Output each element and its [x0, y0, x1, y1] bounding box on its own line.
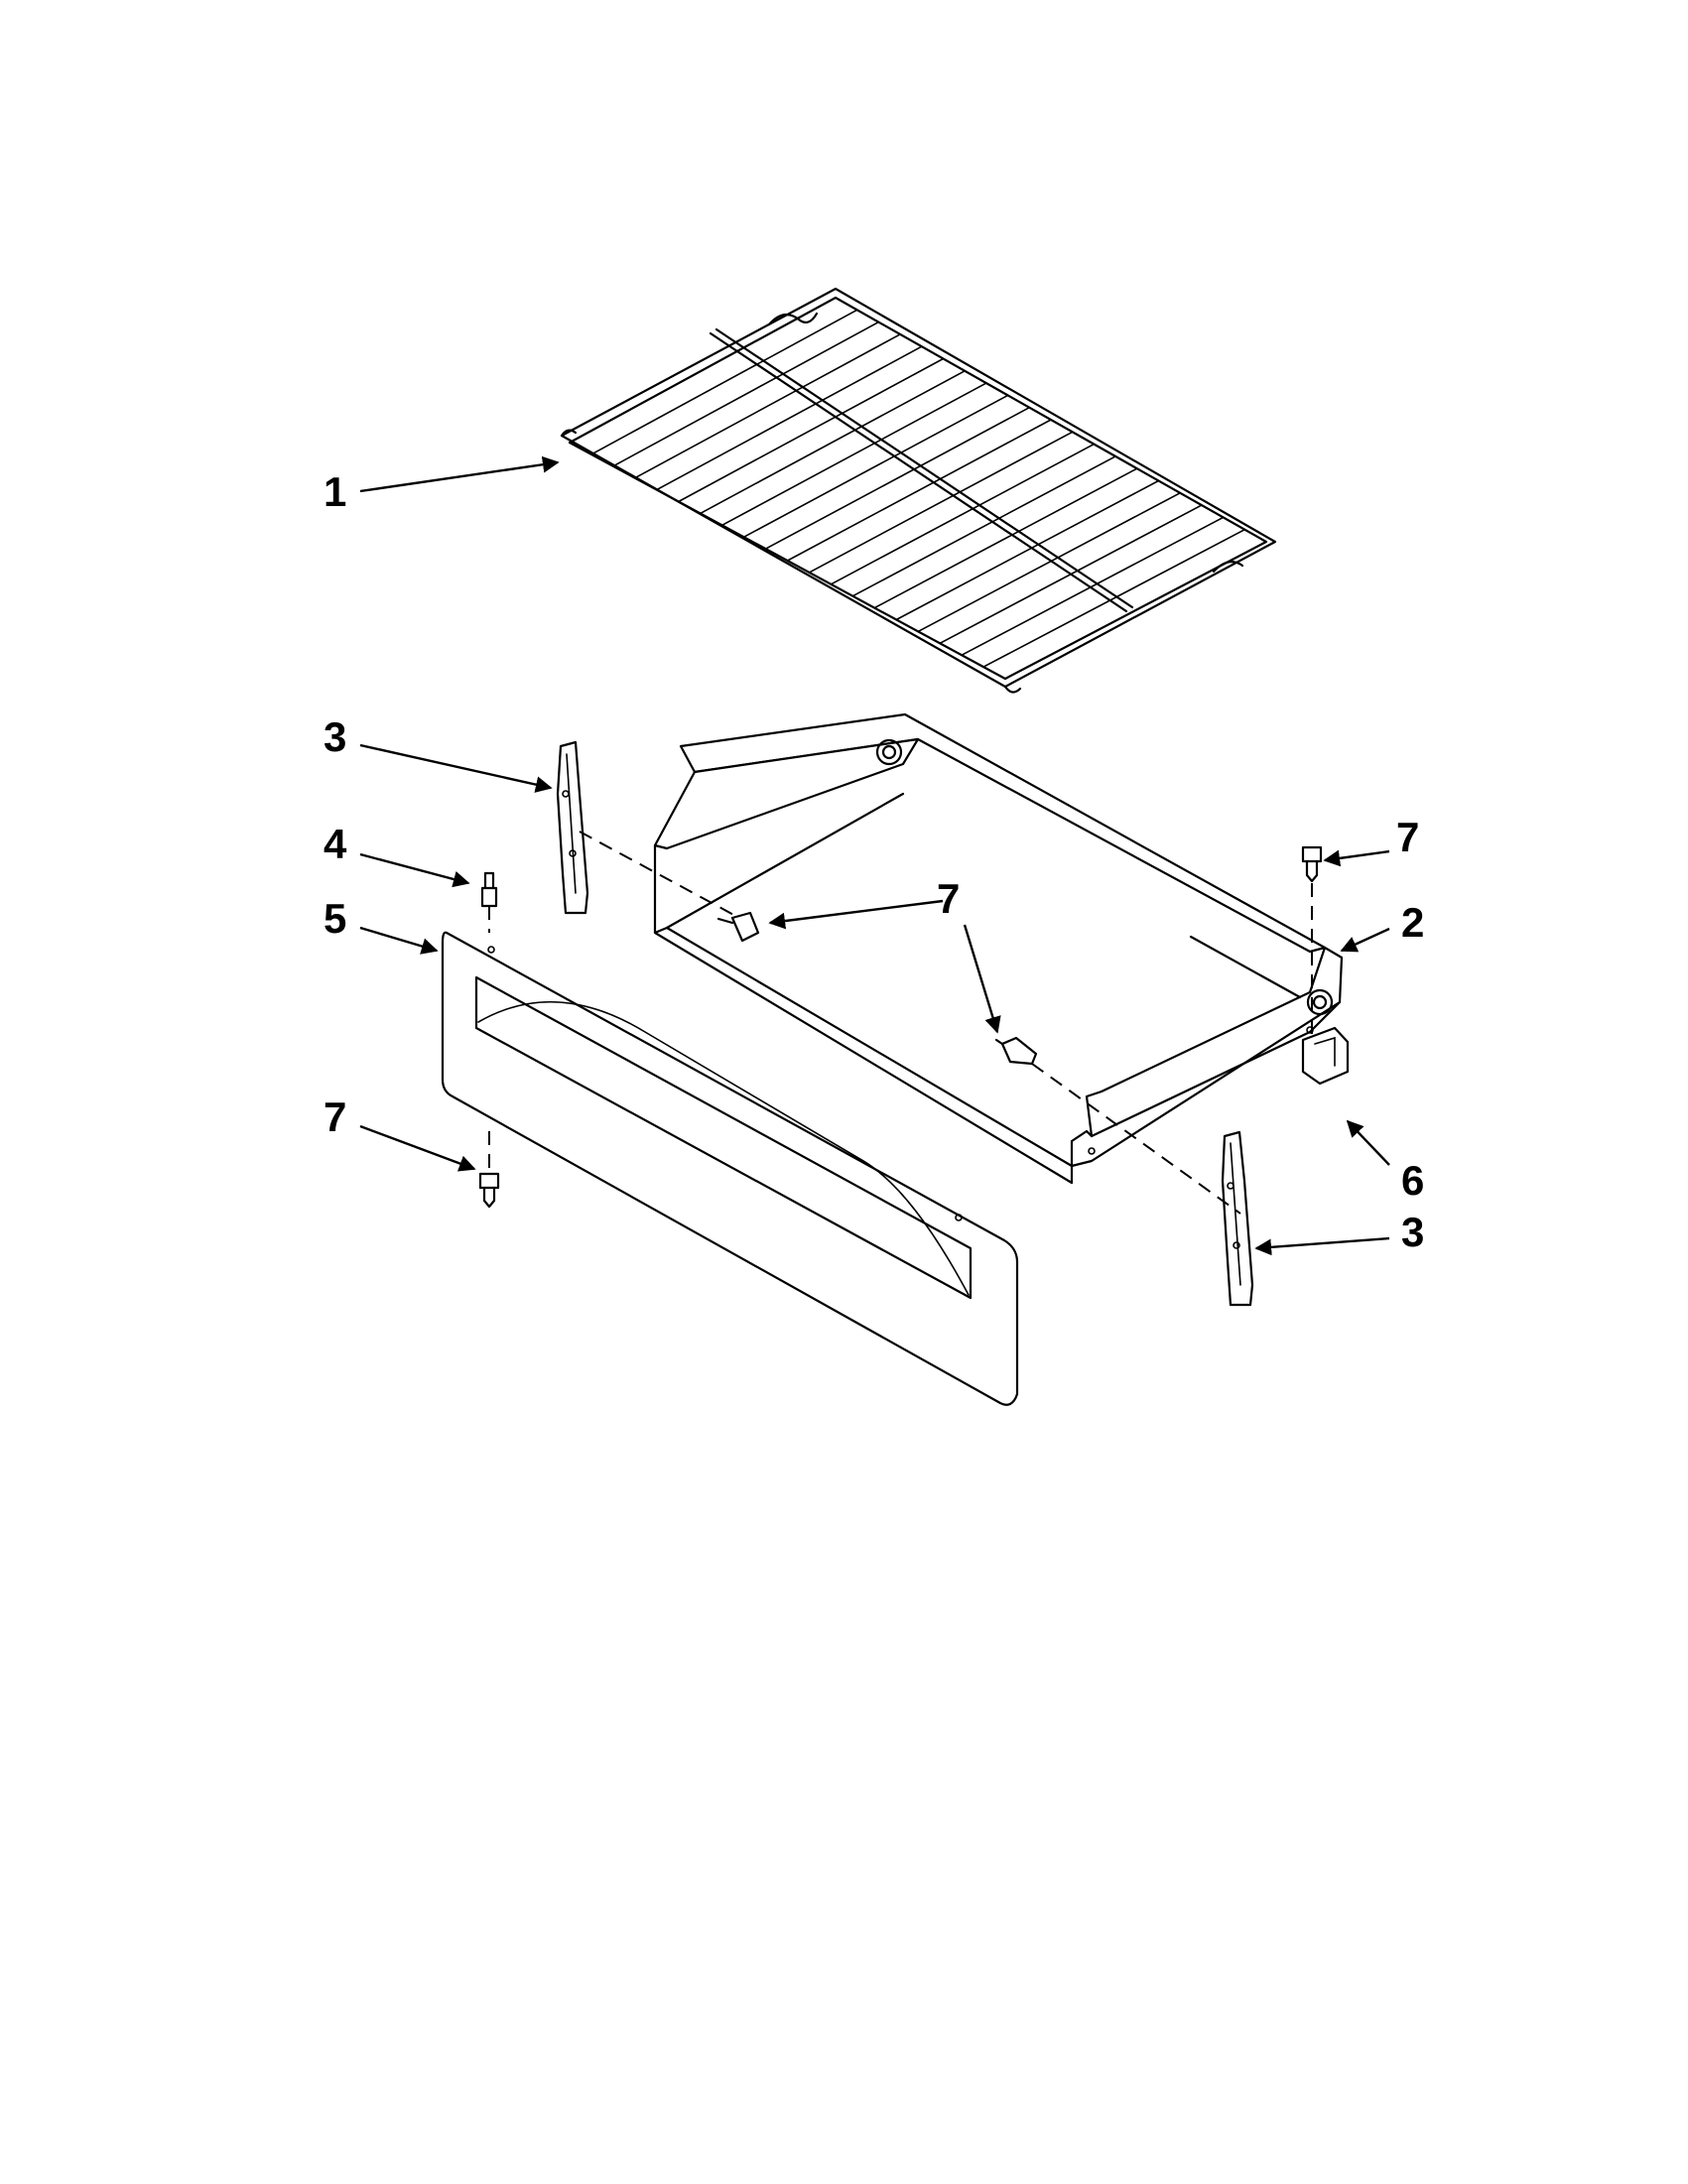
screw-top-right [1301, 845, 1323, 883]
rack-wire [764, 406, 1031, 550]
callout-slide-left: 3 [324, 713, 346, 760]
rack-wire [677, 357, 945, 503]
rack-wire [590, 309, 858, 455]
callout-screw-panel: 7 [324, 1093, 346, 1140]
screw-center [994, 1036, 1038, 1066]
rack-wire [830, 443, 1096, 585]
callout-screw-center: 7 [937, 875, 960, 922]
rack-wire [786, 419, 1052, 562]
oven-rack [560, 287, 1277, 694]
rack-wire [982, 528, 1246, 668]
rack-wire [634, 333, 901, 479]
rack-wire [917, 491, 1181, 633]
drawer-slide-left [556, 740, 589, 915]
callout-drawer: 2 [1401, 899, 1424, 946]
rack-wire [939, 504, 1203, 645]
callout-drawer-panel: 5 [324, 895, 346, 942]
screw-panel [478, 1172, 500, 1209]
rack-wire [873, 467, 1138, 609]
rack-wire [612, 321, 880, 467]
assembly-lines [488, 831, 1313, 1215]
rack-wire [961, 516, 1225, 657]
callout-stud: 4 [324, 821, 347, 867]
rack-wire [851, 455, 1116, 597]
drawer-front-panel [441, 931, 1019, 1406]
leader-lines [359, 455, 1390, 1256]
callout-slide-right: 3 [1401, 1209, 1424, 1255]
callout-rack: 1 [324, 468, 346, 515]
drawer-slide-right [1221, 1130, 1254, 1307]
rack-wire [699, 369, 967, 515]
rack-wires [590, 309, 1246, 668]
drawer [653, 712, 1344, 1185]
clip [1301, 1026, 1350, 1086]
callout-clip: 6 [1401, 1157, 1424, 1204]
callout-labels: 1 3 4 5 7 7 7 2 6 3 [324, 468, 1424, 1255]
callout-screw-top-right: 7 [1396, 814, 1419, 860]
stud [480, 871, 498, 908]
rack-wire [895, 479, 1160, 621]
screw-center-left [716, 911, 760, 943]
rack-wire [655, 345, 923, 491]
rack-wire [808, 431, 1074, 574]
rack-wire [720, 382, 987, 527]
rack-wire [742, 394, 1009, 539]
